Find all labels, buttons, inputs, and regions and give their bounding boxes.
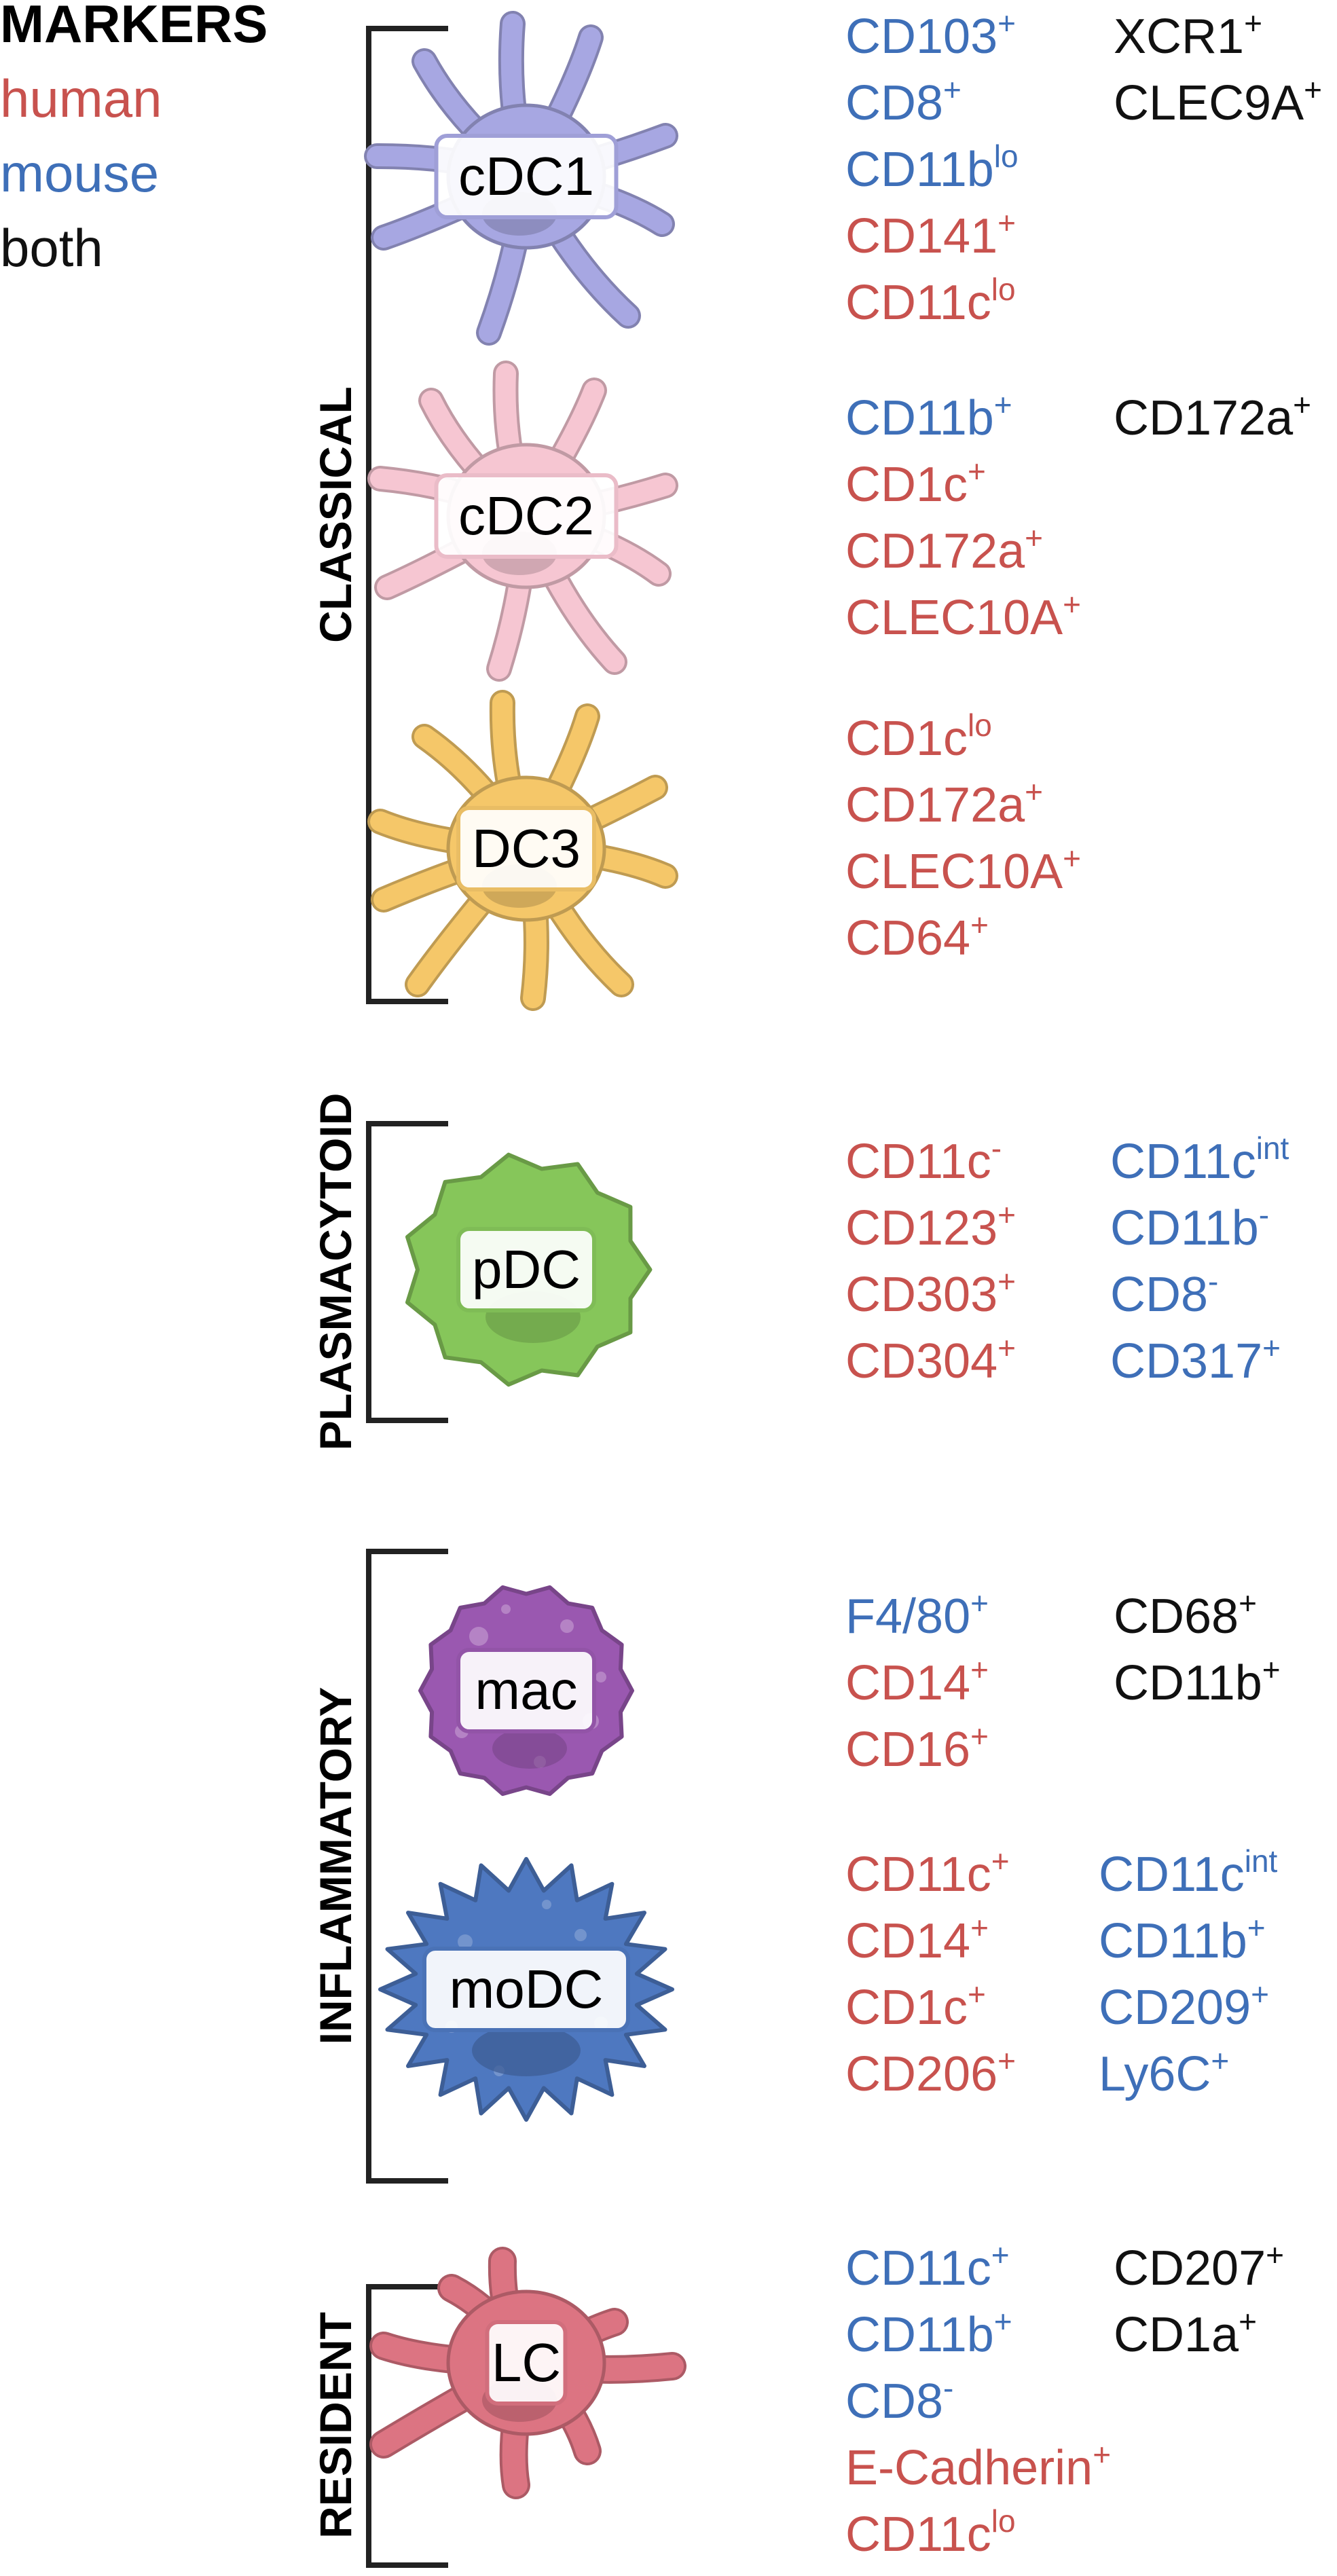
bracket-classical <box>366 26 448 1004</box>
marker-cdc2-cd172a: CD172a+ <box>845 520 1043 578</box>
marker-pdc-cd11b: CD11b- <box>1110 1197 1269 1255</box>
marker-lc-cd11c: CD11clo <box>845 2503 1016 2562</box>
marker-pdc-cd11c: CD11cint <box>1110 1130 1289 1189</box>
cell-label-lc: LC <box>492 2332 561 2393</box>
markers-legend: MARKERS human mouse both <box>0 0 268 278</box>
legend-title: MARKERS <box>0 0 268 54</box>
marker-modc-cd209: CD209+ <box>1099 1976 1269 2035</box>
marker-lc-e-cadherin: E-Cadherin+ <box>845 2437 1111 2495</box>
marker-lc-cd1a: CD1a+ <box>1114 2304 1257 2362</box>
cell-dc3: DC3 <box>367 690 678 1011</box>
group-label-classical: CLASSICAL <box>310 386 361 643</box>
group-resident: RESIDENT <box>310 2284 448 2568</box>
cell-cdc1: cDC1 <box>364 11 678 346</box>
bracket-inflammatory <box>366 1549 448 2184</box>
marker-pdc-cd304: CD304+ <box>845 1330 1016 1388</box>
cell-label-box-modc <box>422 1947 630 2032</box>
legend-item-both: both <box>0 218 103 278</box>
marker-cdc1-clec9a: CLEC9A+ <box>1114 72 1322 130</box>
marker-cdc1-cd11b: CD11blo <box>845 139 1019 197</box>
marker-cdc1-cd141: CD141+ <box>845 205 1016 263</box>
marker-cdc2-clec10a: CLEC10A+ <box>845 587 1081 645</box>
marker-dc3-cd64: CD64+ <box>845 907 989 965</box>
group-classical: CLASSICAL <box>310 26 448 1004</box>
marker-dc3-cd1c: CD1clo <box>845 707 992 766</box>
cell-label-box-mac <box>456 1648 596 1733</box>
marker-cdc1-cd8: CD8+ <box>845 72 961 130</box>
cell-cdc2: cDC2 <box>367 361 678 682</box>
marker-pdc-cd303: CD303+ <box>845 1264 1016 1322</box>
marker-modc-cd206: CD206+ <box>845 2043 1016 2101</box>
marker-modc-cd14: CD14+ <box>845 1910 989 1968</box>
marker-pdc-cd11c: CD11c- <box>845 1130 1002 1189</box>
markers-mac: F4/80+ CD14+ CD16+ CD68+ CD11b+ <box>845 1585 1281 1777</box>
marker-mac-f4-80: F4/80+ <box>845 1585 989 1644</box>
marker-mac-cd14: CD14+ <box>845 1652 989 1710</box>
marker-cdc2-cd1c: CD1c+ <box>845 454 986 512</box>
cell-label-pdc: pDC <box>472 1239 581 1300</box>
group-label-resident: RESIDENT <box>310 2312 361 2539</box>
cell-lc: LC <box>369 2247 686 2499</box>
marker-modc-cd11c: CD11cint <box>1099 1843 1278 1902</box>
marker-mac-cd68: CD68+ <box>1114 1585 1257 1644</box>
group-plasmacytoid: PLASMACYTOID <box>310 1093 448 1451</box>
marker-cdc1-cd103: CD103+ <box>845 5 1016 64</box>
marker-modc-cd1c: CD1c+ <box>845 1976 986 2035</box>
cell-label-cdc2: cDC2 <box>458 485 594 546</box>
marker-modc-cd11c: CD11c+ <box>845 1843 1010 1902</box>
marker-dc3-clec10a: CLEC10A+ <box>845 841 1081 899</box>
legend-item-mouse: mouse <box>0 143 159 203</box>
marker-pdc-cd123: CD123+ <box>845 1197 1016 1255</box>
cell-label-box-lc <box>485 2320 568 2406</box>
marker-dc3-cd172a: CD172a+ <box>845 774 1043 832</box>
marker-modc-ly6c: Ly6C+ <box>1099 2043 1229 2101</box>
marker-lc-cd11b: CD11b+ <box>845 2304 1012 2362</box>
marker-cdc1-xcr1: XCR1+ <box>1114 5 1262 64</box>
cell-label-box-cdc2 <box>434 473 619 559</box>
bracket-plasmacytoid <box>366 1121 448 1423</box>
cell-label-box-pdc <box>456 1227 596 1312</box>
cell-modc: moDC <box>378 1857 674 2122</box>
markers-lc: CD11c+ CD11b+ CD8- E-Cadherin+ CD11clo CD207+… <box>845 2237 1284 2562</box>
cell-label-cdc1: cDC1 <box>458 146 594 206</box>
cell-label-box-dc3 <box>456 806 596 891</box>
marker-modc-cd11b: CD11b+ <box>1099 1910 1266 1968</box>
markers-cdc2: CD11b+ CD1c+ CD172a+ CLEC10A+ CD172a+ <box>845 387 1311 645</box>
marker-pdc-cd8: CD8- <box>1110 1264 1218 1322</box>
marker-mac-cd11b: CD11b+ <box>1114 1652 1281 1710</box>
cell-mac: mac <box>418 1585 634 1797</box>
cell-label-modc: moDC <box>450 1959 604 2019</box>
legend-item-human: human <box>0 69 162 128</box>
group-label-inflammatory: INFLAMMATORY <box>310 1687 361 2045</box>
marker-mac-cd16: CD16+ <box>845 1718 989 1777</box>
bracket-resident <box>366 2284 448 2568</box>
cell-pdc: pDC <box>405 1152 653 1387</box>
marker-cdc2-cd11b: CD11b+ <box>845 387 1012 445</box>
marker-lc-cd207: CD207+ <box>1114 2237 1284 2296</box>
cell-label-mac: mac <box>475 1660 577 1721</box>
group-inflammatory: INFLAMMATORY <box>310 1549 448 2184</box>
marker-lc-cd8: CD8- <box>845 2370 953 2429</box>
marker-lc-cd11c: CD11c+ <box>845 2237 1010 2296</box>
cell-label-dc3: DC3 <box>472 818 581 879</box>
marker-cdc1-cd11c: CD11clo <box>845 272 1016 330</box>
marker-pdc-cd317: CD317+ <box>1110 1330 1281 1388</box>
marker-cdc2-cd172a: CD172a+ <box>1114 387 1311 445</box>
group-label-plasmacytoid: PLASMACYTOID <box>310 1093 361 1451</box>
cell-label-box-cdc1 <box>434 134 619 219</box>
